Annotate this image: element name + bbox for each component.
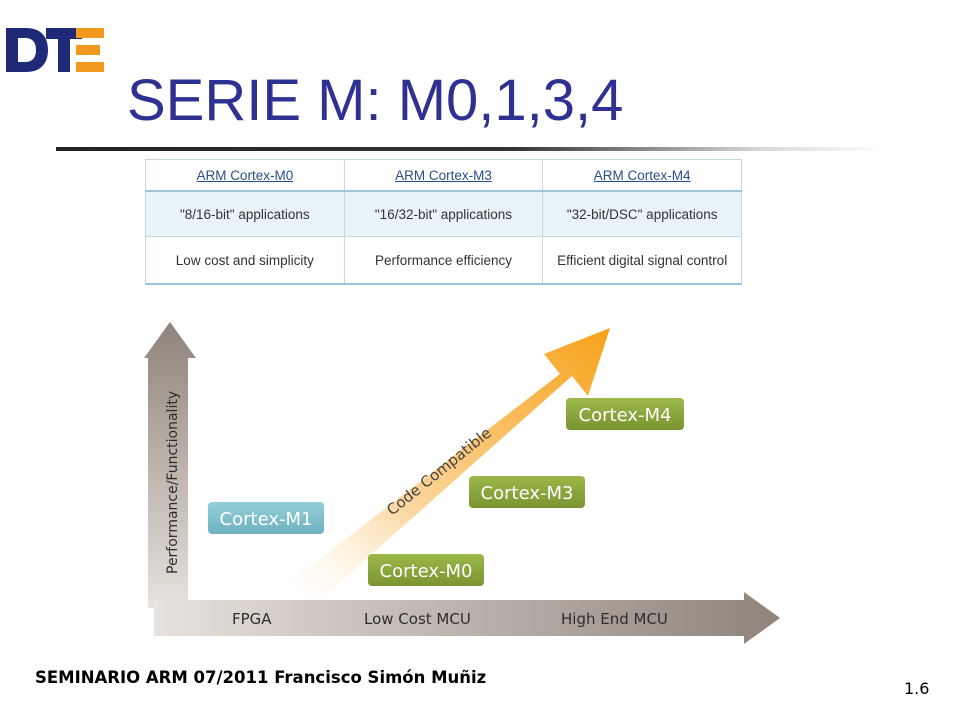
cortex-m3-label: Cortex-M3 [481,483,574,504]
slide-footer: SEMINARIO ARM 07/2011 Francisco Simón Mu… [35,668,487,687]
cortex-m0-label: Cortex-M0 [380,561,473,582]
code-compatible-arrow [290,328,610,600]
table-header-cell: ARM Cortex-M4 [542,159,742,192]
table-header-row: ARM Cortex-M0 ARM Cortex-M3 ARM Cortex-M… [145,159,742,192]
table-row: "8/16-bit" applications "16/32-bit" appl… [145,190,742,237]
table-header-cell: ARM Cortex-M3 [343,159,544,192]
cortex-comparison-table: ARM Cortex-M0 ARM Cortex-M3 ARM Cortex-M… [145,159,742,285]
table-row: Low cost and simplicity Performance effi… [145,236,742,285]
y-axis-arrow [144,322,196,608]
title-underline [56,147,886,151]
y-axis-label: Performance/Functionality [165,391,181,574]
header-m3-link[interactable]: ARM Cortex-M3 [395,167,492,183]
x-axis-arrow [154,592,780,644]
cortex-m4-label: Cortex-M4 [579,405,672,426]
x-axis-label-fpga: FPGA [232,610,272,628]
table-cell: Low cost and simplicity [145,236,345,285]
header-m4-link[interactable]: ARM Cortex-M4 [593,167,691,183]
table-cell: Efficient digital signal control [542,236,742,285]
table-cell: "8/16-bit" applications [145,190,345,237]
table-cell: Performance efficiency [343,236,544,285]
cortex-m3-box: Cortex-M3 [469,476,585,508]
header-m0-link[interactable]: ARM Cortex-M0 [196,167,294,183]
slide-title: SERIE M: M0,1,3,4 [127,68,624,133]
x-axis-label-low-cost: Low Cost MCU [364,610,471,628]
cortex-m0-box: Cortex-M0 [368,554,484,586]
page-number: 1.6 [904,679,930,698]
table-cell: "32-bit/DSC" applications [542,190,742,237]
cortex-m1-box: Cortex-M1 [208,502,324,534]
dte-logo-graphic [6,28,104,72]
cortex-m1-label: Cortex-M1 [220,509,313,530]
dte-logo [4,24,104,76]
table-header-cell: ARM Cortex-M0 [145,159,345,192]
x-axis-label-high-end: High End MCU [561,610,668,628]
cortex-m4-box: Cortex-M4 [566,398,684,430]
cortex-positioning-diagram: Code Compatible Performance/Functionalit… [144,322,780,644]
table-cell: "16/32-bit" applications [343,190,544,237]
